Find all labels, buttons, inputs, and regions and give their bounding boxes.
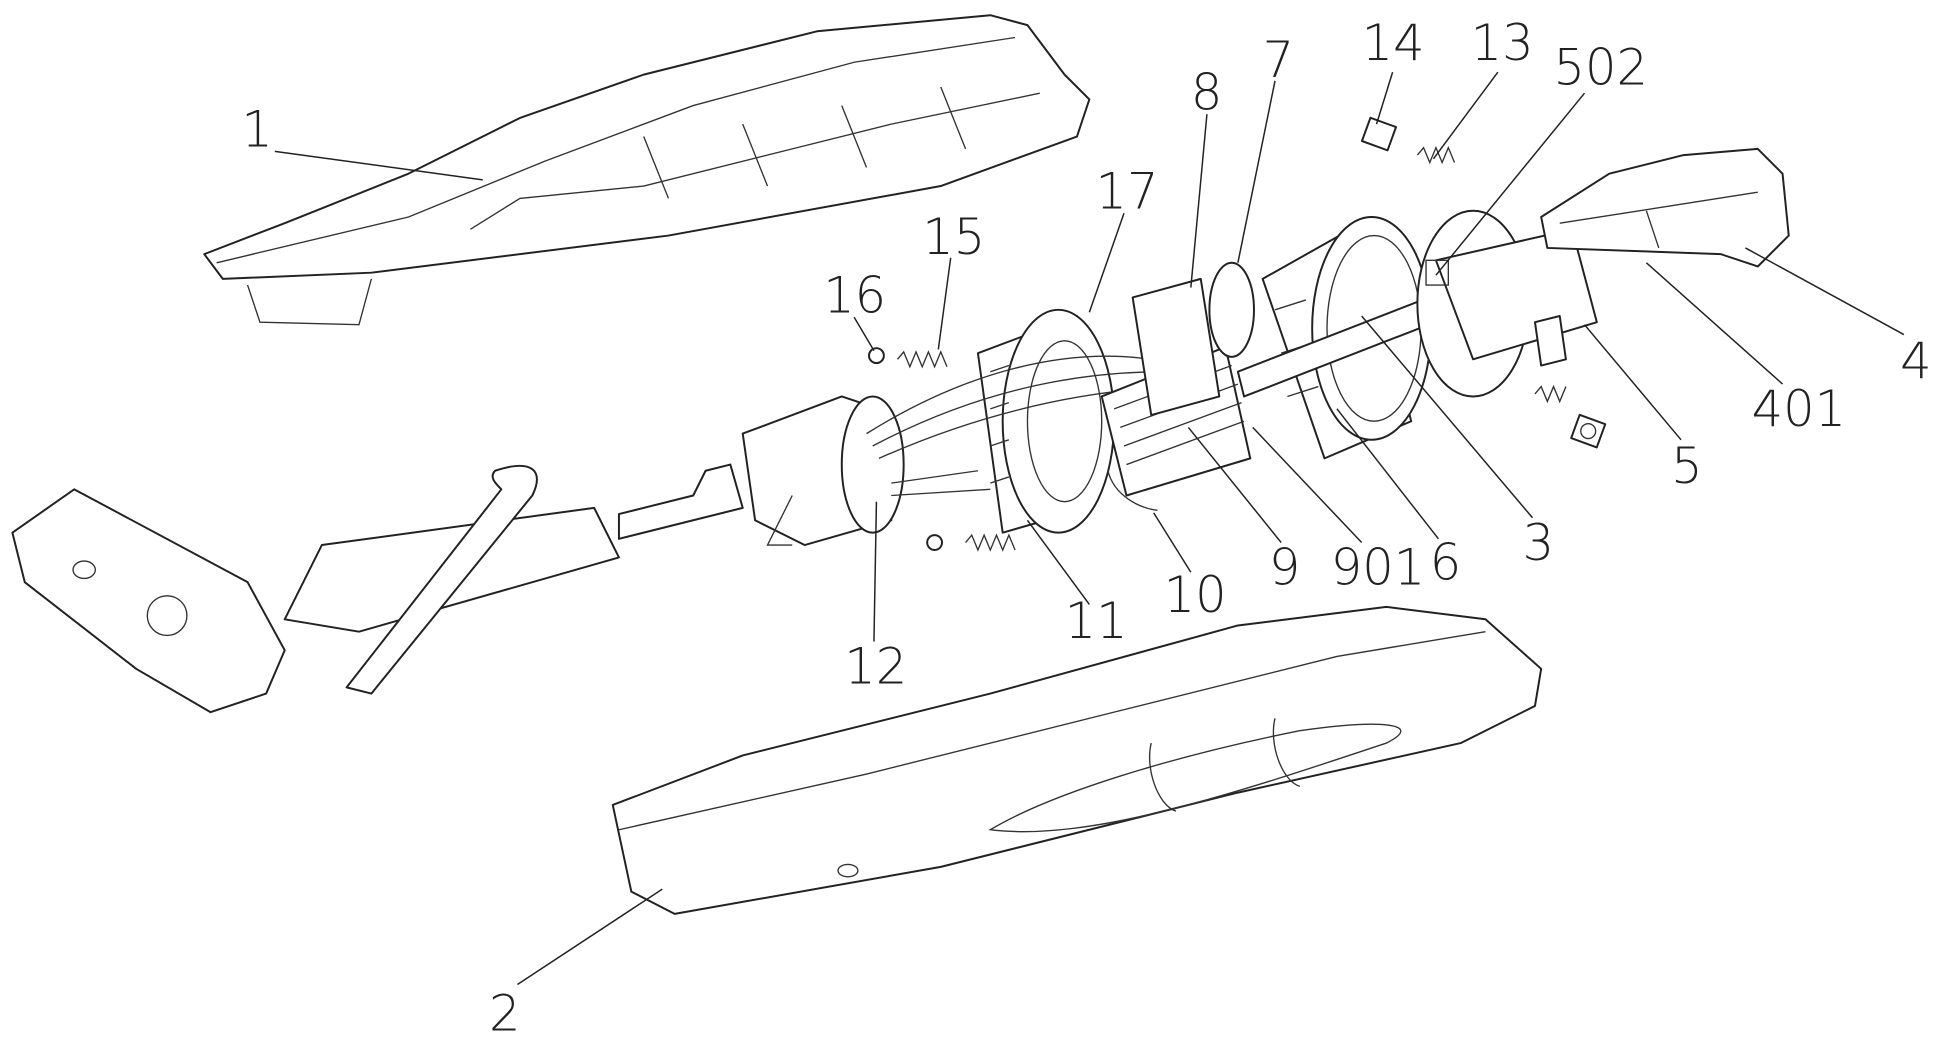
label-17: 17 bbox=[1096, 162, 1159, 220]
label-7: 7 bbox=[1263, 31, 1295, 89]
end-housing-part-5 bbox=[1416, 209, 1598, 398]
label-15: 15 bbox=[922, 208, 985, 266]
bearing-part-7 bbox=[1208, 261, 1255, 358]
spring-part-13 bbox=[1416, 145, 1456, 165]
label-11: 11 bbox=[1065, 592, 1128, 650]
upper-housing-part-1 bbox=[203, 14, 1091, 326]
label-12: 12 bbox=[844, 638, 907, 696]
label-14: 14 bbox=[1362, 14, 1425, 72]
spring-part-15 bbox=[896, 350, 948, 369]
label-9: 9 bbox=[1269, 539, 1301, 597]
lower-housing-part-2 bbox=[611, 605, 1543, 915]
label-1: 1 bbox=[241, 100, 273, 158]
board-part-8 bbox=[1131, 277, 1221, 417]
ring-part-11 bbox=[976, 308, 1116, 534]
pivot-handle-assembly bbox=[11, 463, 744, 714]
ball-part-16 bbox=[868, 347, 885, 365]
label-4: 4 bbox=[1900, 332, 1932, 390]
label-13: 13 bbox=[1471, 14, 1534, 72]
label-6: 6 bbox=[1430, 534, 1461, 592]
label-401: 401 bbox=[1752, 380, 1846, 438]
label-8: 8 bbox=[1191, 63, 1223, 121]
leader-lines bbox=[274, 71, 1905, 986]
wire-part-10 bbox=[1107, 470, 1158, 512]
button-lower-right bbox=[1570, 413, 1607, 449]
coupling-part-12 bbox=[741, 395, 991, 547]
label-502: 502 bbox=[1554, 39, 1648, 97]
button-part-14 bbox=[1360, 116, 1398, 152]
spring-lower-left bbox=[965, 533, 1016, 552]
label-2: 2 bbox=[489, 984, 521, 1042]
label-10: 10 bbox=[1164, 566, 1227, 624]
label-3: 3 bbox=[1523, 514, 1554, 572]
label-5: 5 bbox=[1671, 437, 1703, 495]
label-16: 16 bbox=[823, 266, 886, 324]
label-901: 901 bbox=[1331, 539, 1425, 597]
spring-lower-right bbox=[1534, 384, 1567, 404]
end-cap-part-4 bbox=[1540, 147, 1790, 268]
ball-lower-left bbox=[926, 534, 944, 551]
